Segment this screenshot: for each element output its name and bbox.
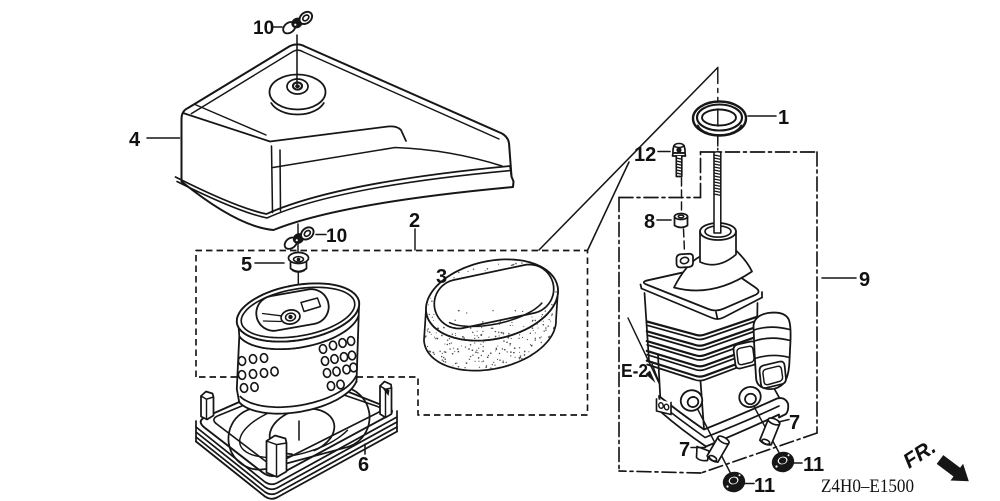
svg-text:8: 8 — [644, 211, 655, 233]
svg-text:9: 9 — [859, 269, 870, 291]
svg-text:12: 12 — [634, 144, 656, 166]
svg-text:2: 2 — [409, 210, 420, 232]
svg-text:6: 6 — [358, 454, 369, 476]
svg-text:7: 7 — [679, 439, 690, 461]
svg-text:11: 11 — [754, 475, 775, 497]
svg-text:4: 4 — [129, 129, 141, 151]
svg-text:3: 3 — [436, 266, 447, 288]
svg-text:10: 10 — [253, 18, 274, 39]
svg-text:E-2: E-2 — [621, 361, 648, 381]
svg-text:7: 7 — [789, 412, 800, 434]
svg-text:10: 10 — [326, 226, 347, 247]
svg-text:5: 5 — [241, 254, 252, 276]
svg-text:Z4H0–E1500: Z4H0–E1500 — [821, 476, 914, 497]
svg-text:1: 1 — [778, 107, 789, 129]
svg-text:11: 11 — [803, 454, 824, 476]
